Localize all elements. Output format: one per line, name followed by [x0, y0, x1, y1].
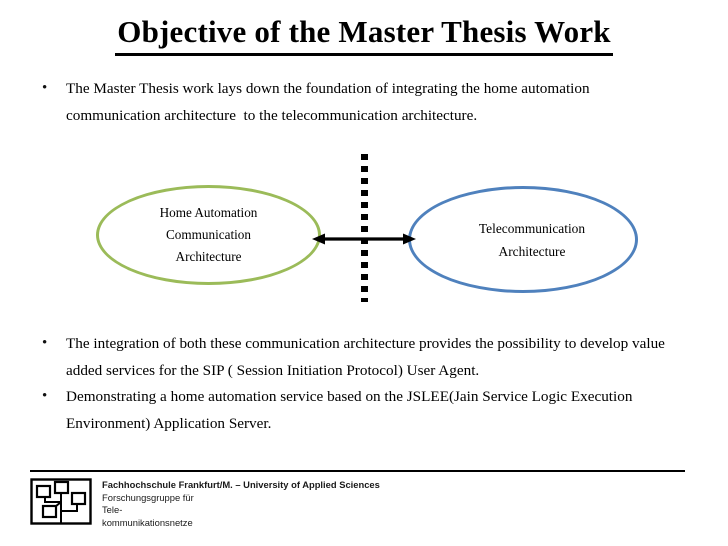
footer-institution-name: Fachhochschule Frankfurt/M. – University…: [102, 479, 380, 490]
bullet-marker-icon: •: [42, 335, 48, 351]
title-block: Objective of the Master Thesis Work: [0, 14, 728, 56]
bullet-text-2: The integration of both these communicat…: [66, 335, 669, 379]
home-automation-label-line2: Communication: [166, 227, 251, 242]
home-automation-node: Home Automation Communication Architectu…: [96, 185, 321, 285]
bullet-item-3: • Demonstrating a home automation servic…: [42, 383, 702, 437]
telecommunication-node: Telecommunication Architecture: [408, 186, 638, 293]
telecommunication-label-line1: Telecommunication: [478, 220, 586, 236]
network-nodes-logo-icon: [30, 478, 92, 525]
footer-divider: [30, 470, 685, 472]
architecture-diagram: Home Automation Communication Architectu…: [0, 140, 728, 315]
telecommunication-label: Telecommunication Architecture: [461, 217, 585, 263]
bullet-item-2: • The integration of both these communic…: [42, 330, 702, 384]
bullet-item-1: • The Master Thesis work lays down the f…: [42, 75, 682, 129]
footer-text-block: Fachhochschule Frankfurt/M. – University…: [102, 478, 380, 529]
footer: Fachhochschule Frankfurt/M. – University…: [30, 478, 690, 529]
bullet-text-1: The Master Thesis work lays down the fou…: [66, 80, 594, 124]
bullet-marker-icon: •: [42, 388, 48, 404]
home-automation-label: Home Automation Communication Architectu…: [160, 202, 258, 268]
footer-kommunikationsnetze-line: kommunikationsnetze: [102, 516, 193, 528]
home-automation-label-line1: Home Automation: [159, 205, 258, 220]
footer-tele-line: Tele-: [102, 504, 123, 516]
bullet-text-3: Demonstrating a home automation service …: [66, 388, 637, 432]
bullet-marker-icon: •: [42, 80, 48, 96]
footer-group-line: Forschungsgruppe für: [102, 491, 194, 503]
page-title: Objective of the Master Thesis Work: [115, 14, 613, 56]
dashed-divider-line: [361, 154, 368, 302]
home-automation-label-line3: Architecture: [175, 249, 242, 264]
telecommunication-label-line2: Architecture: [498, 243, 566, 259]
